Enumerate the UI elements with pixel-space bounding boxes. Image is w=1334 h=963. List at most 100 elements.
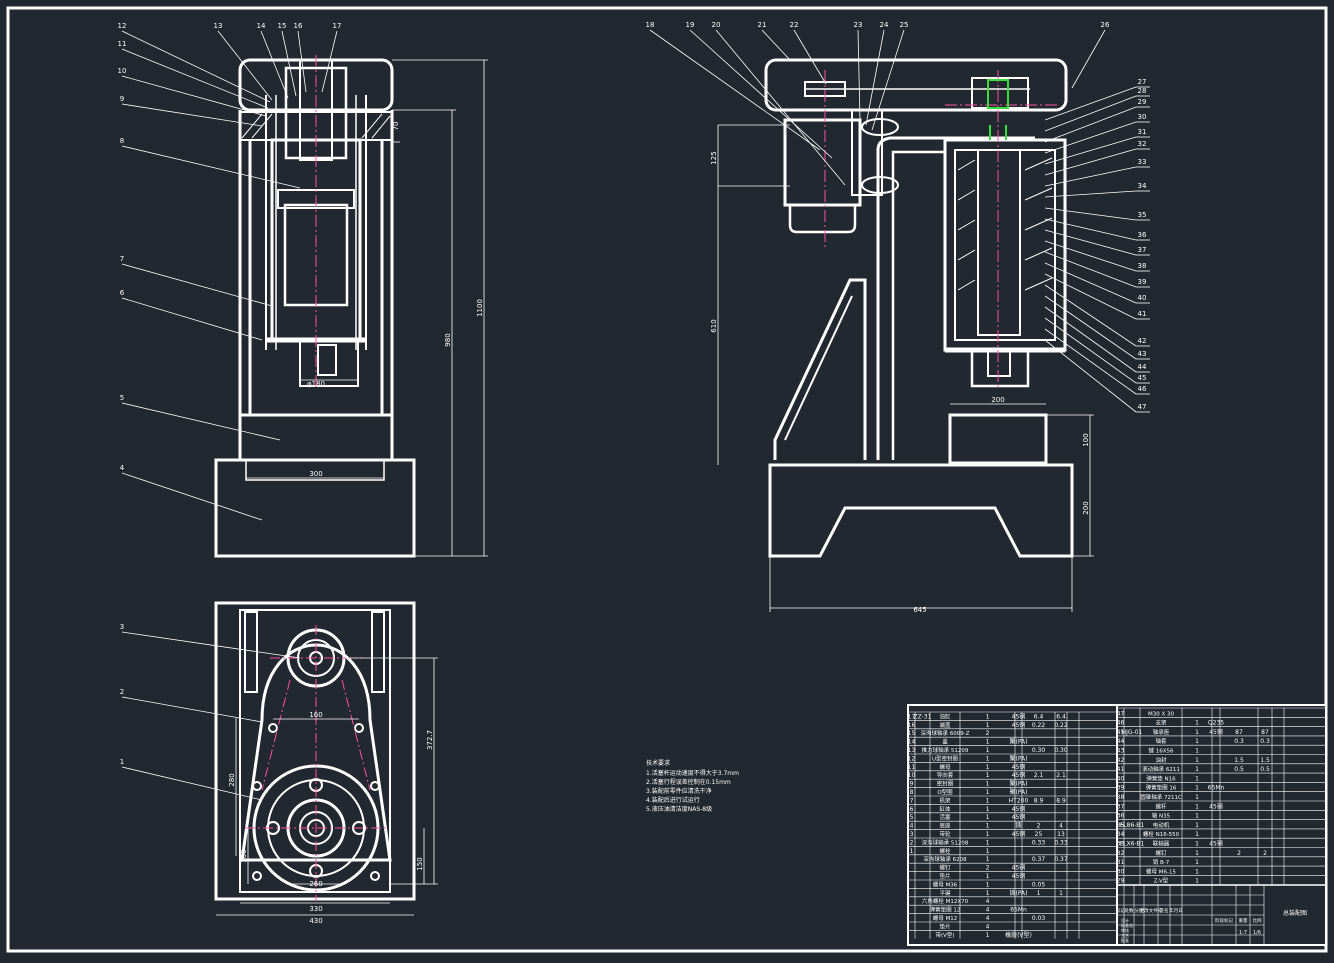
callout-leader	[1044, 207, 1137, 221]
bom-right-cell: 1	[1195, 868, 1199, 875]
bom-left-cell: 7	[910, 797, 914, 804]
callout-leader	[121, 766, 263, 801]
callout-leader	[121, 631, 301, 659]
bom-left-cell: 1	[986, 713, 990, 720]
bom-right-cell: 41	[1117, 766, 1125, 773]
notes-line: 3.装配前零件应清洗干净	[646, 787, 712, 795]
bom-right-cell: 43	[1117, 748, 1125, 755]
bom-right-cell: 支架	[1155, 719, 1167, 727]
callout-label: 11	[118, 40, 127, 48]
bom-left-cell: 45钢	[1012, 830, 1026, 838]
callout-leader	[121, 696, 263, 723]
callout-leader	[1044, 328, 1137, 395]
bom-left-cell: 聚(PA)	[1009, 739, 1027, 746]
callout-label: 18	[646, 21, 655, 29]
bom-left-cell: 45钢	[1012, 763, 1026, 771]
callout-label: 43	[1138, 350, 1147, 358]
notes-line: 5.液压油清洁度NAS-8级	[646, 805, 712, 813]
bom-right-cell: 1	[1195, 794, 1199, 801]
dimension-text: 300	[309, 470, 322, 478]
side-view-highlight	[987, 79, 1009, 140]
bom-left-cell: 2.1	[1056, 772, 1066, 779]
callout-leader	[1044, 218, 1137, 241]
callout-leader	[260, 30, 289, 99]
callout-label: 21	[758, 21, 767, 29]
bom-left-cell: 45钢	[1012, 864, 1026, 872]
bom-left-cell: 13	[908, 747, 916, 754]
bom-left-cell: 聚(PA)	[1009, 781, 1027, 788]
bom-left-cell: 45钢	[1012, 872, 1026, 880]
bom-left-cell: 0.22	[1032, 722, 1046, 729]
bom-right-cell: 39	[1117, 785, 1125, 792]
title-block-title: 总装配图	[1283, 909, 1307, 917]
bom-left-cell: 45钢	[1012, 813, 1026, 821]
dimension-text: 980	[444, 333, 452, 346]
dimension-text: 100	[240, 849, 248, 862]
callout-leader	[1044, 136, 1137, 165]
bom-left-cell: 0.22	[1054, 722, 1068, 729]
callout-leader	[793, 29, 827, 85]
title-block-label: 工艺	[1121, 933, 1129, 938]
callout-label: 12	[118, 22, 127, 30]
bom-right-cell: 螺栓 N16-550	[1143, 830, 1180, 838]
callout-leader	[1044, 262, 1137, 304]
bom-left-cell: 0.05	[1032, 881, 1046, 888]
bom-left-cell: 带(V型)	[935, 931, 954, 939]
bom-left-cell: 2	[1037, 823, 1041, 830]
title-block-label: 标记	[1116, 907, 1125, 914]
callout-label: 5	[120, 394, 124, 402]
bom-right-cell: 1	[1195, 803, 1199, 810]
dimension-text: 330	[309, 905, 322, 913]
bom-left-cell: 铸(PA)	[1009, 889, 1027, 897]
bom-left-cell: 8.9	[1034, 797, 1044, 804]
callout-leader	[321, 30, 338, 93]
callout-label: 41	[1138, 310, 1147, 318]
bom-right-cell: 1	[1195, 878, 1199, 885]
callout-label: 30	[1138, 113, 1147, 121]
callout-label: 6	[120, 289, 125, 297]
callout-label: 2	[120, 688, 124, 696]
title-block-sheet: 1/6	[1253, 930, 1261, 936]
bom-right-cell: 1.5	[1260, 757, 1270, 764]
bom-left-cell: 深沟球轴承 6208	[923, 855, 967, 863]
callout-leader	[1044, 240, 1137, 272]
bom-right-cell: 1	[1195, 831, 1199, 838]
bom-left-cell: 14	[908, 739, 916, 746]
bom-left-cell: 机架	[939, 796, 951, 804]
bom-left-cell: 端盖	[939, 721, 951, 729]
bom-right-cell: 弹簧垫圈 16	[1146, 784, 1177, 792]
bom-right-cell: 轴承座	[1153, 728, 1170, 736]
bom-left-cell: 8	[910, 789, 914, 796]
bom-left-cell: 12	[908, 755, 916, 762]
bom-left-cell: 11	[908, 764, 916, 771]
callout-leader	[871, 29, 905, 131]
bom-right-cell: 45钢	[1209, 728, 1223, 736]
callout-leader	[1044, 306, 1137, 373]
bom-left-cell: 1	[986, 789, 990, 796]
bom-right-cell: 65Mn	[1208, 785, 1225, 792]
callout-label: 38	[1138, 262, 1147, 270]
callout-label: 45	[1138, 374, 1147, 382]
callout-leader	[121, 263, 273, 307]
bom-right-cell: 1	[1195, 775, 1199, 782]
callout-leader	[121, 472, 263, 521]
title-block-label: 更改文件号	[1140, 907, 1163, 914]
callout-label: 3	[120, 623, 124, 631]
callout-label: 28	[1138, 87, 1147, 95]
callout-label: 33	[1138, 158, 1147, 166]
bom-left-cell: 深沟球轴承 6009-Z	[921, 729, 970, 737]
callout-leader	[1044, 284, 1137, 347]
bom-left-cell: 聚(PA)	[1009, 755, 1027, 762]
callout-leader	[857, 29, 861, 121]
title-block-label: 批准	[1121, 937, 1129, 943]
bom-left-cell: 6.4	[1056, 713, 1066, 720]
bom-right-cell: 1	[1195, 729, 1199, 736]
bom-right-cell: 1	[1195, 822, 1199, 829]
bom-right-cell: 0.5	[1260, 766, 1270, 773]
bom-right-cell: 35	[1117, 822, 1125, 829]
bom-left-cell: 5	[910, 814, 914, 821]
bom-left-cell: 活塞	[939, 813, 951, 821]
bom-left-cell: 螺钉	[939, 864, 951, 872]
callout-label: 13	[214, 22, 223, 30]
notes-heading: 技术要求	[646, 759, 670, 767]
